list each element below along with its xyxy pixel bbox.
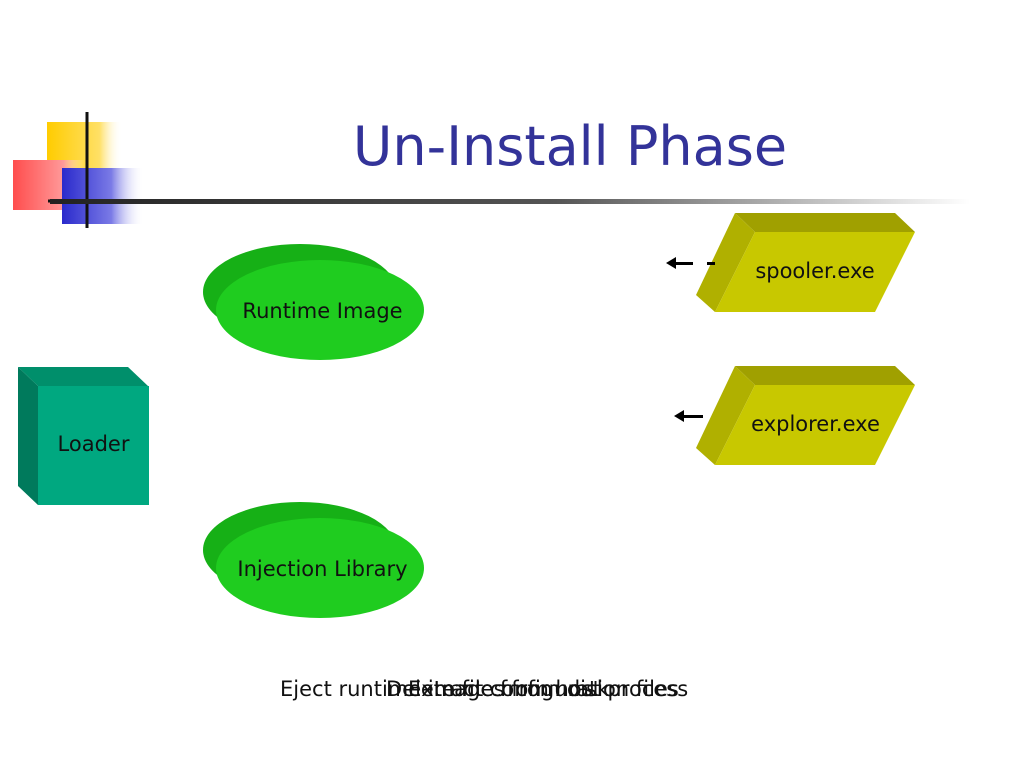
caption-eject-runtime: Eject runtime image from host process [280, 677, 689, 701]
spooler-process-node [696, 213, 915, 312]
loader-label: Loader [57, 432, 130, 456]
explorer-label: explorer.exe [751, 412, 880, 436]
arrow-left-icon [674, 410, 703, 422]
injection-library-node [203, 502, 424, 618]
explorer-process-node [696, 366, 915, 465]
runtime-image-node [203, 244, 424, 360]
title-divider [50, 199, 970, 204]
decorative-squares [13, 112, 150, 228]
slide-title: Un-Install Phase [352, 115, 788, 178]
arrow-left-icon [666, 257, 715, 269]
spooler-label: spooler.exe [755, 259, 875, 283]
loader-node [18, 367, 149, 505]
caption-extract-config: Extract configuration files [408, 677, 679, 701]
runtime-image-label: Runtime Image [242, 299, 403, 323]
injection-library-label: Injection Library [237, 557, 408, 581]
caption-delete-files: Delete files from disk [386, 677, 610, 701]
